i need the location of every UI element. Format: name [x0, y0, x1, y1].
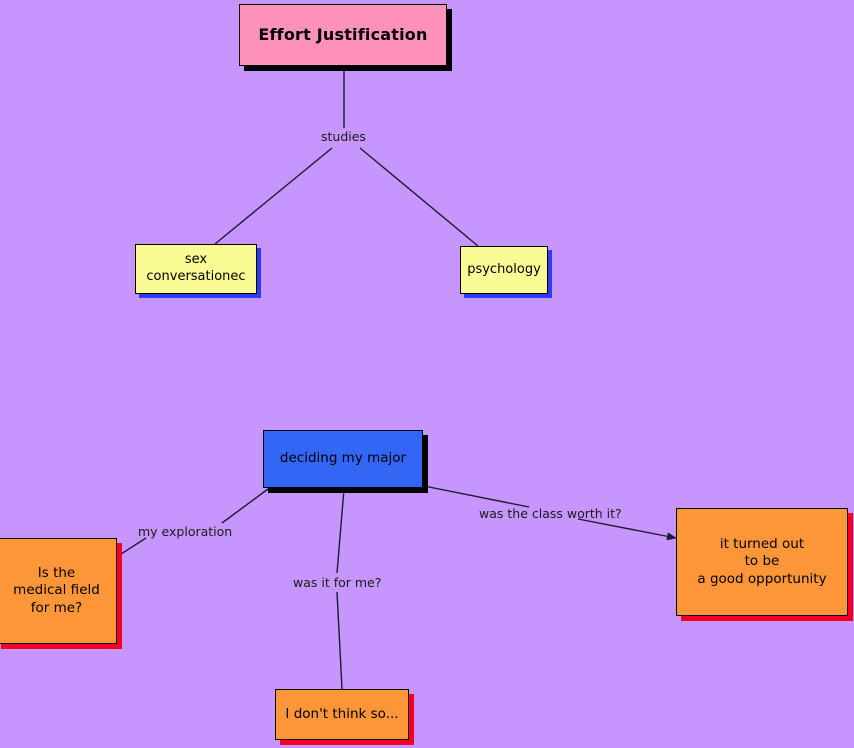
link-label-studies-label[interactable]: studies — [321, 129, 366, 144]
link-line-link-major-to-exploration[interactable] — [221, 488, 269, 524]
node-good-opportunity[interactable]: it turned out to be a good opportunity — [676, 508, 848, 616]
link-line-link-studies-to-psychology[interactable] — [359, 147, 479, 247]
link-line-link-studies-to-sex-conversationec[interactable] — [214, 147, 333, 245]
link-label-was-the-class-worth-it-label[interactable]: was the class worth it? — [479, 506, 622, 521]
link-label-was-it-for-me-label[interactable]: was it for me? — [293, 575, 382, 590]
link-line-link-worth-it-to-good-opportunity[interactable] — [577, 518, 677, 541]
node-effort-justification[interactable]: Effort Justification — [239, 4, 447, 66]
node-psychology[interactable]: psychology — [460, 246, 548, 294]
link-line-link-major-to-was-it-for-me[interactable] — [336, 488, 345, 574]
node-deciding-my-major[interactable]: deciding my major — [263, 430, 423, 488]
link-line-link-major-to-worth-it[interactable] — [423, 485, 530, 508]
node-medical-field[interactable]: Is the medical field for me? — [0, 538, 117, 644]
node-i-dont-think-so[interactable]: I don't think so... — [275, 689, 409, 740]
link-lines — [117, 66, 677, 690]
node-sex-conversationec[interactable]: sex conversationec — [135, 244, 257, 294]
link-line-link-exploration-to-medical-field[interactable] — [117, 537, 147, 557]
link-line-link-was-it-for-me-to-i-dont-think-so[interactable] — [336, 591, 343, 690]
link-label-my-exploration-label[interactable]: my exploration — [138, 524, 233, 539]
